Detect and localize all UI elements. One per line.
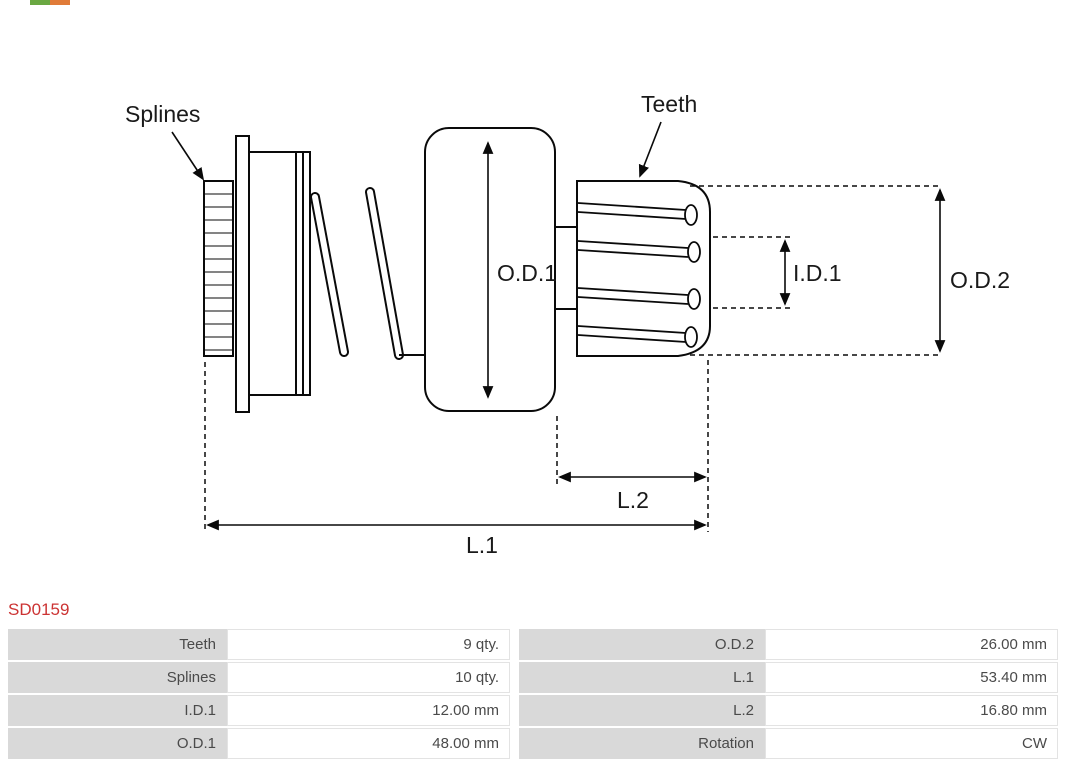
table-gap	[510, 695, 519, 726]
flange-drum	[235, 135, 311, 413]
construction-lines	[204, 185, 940, 532]
table-gap	[510, 662, 519, 693]
spec-value-l2: 16.80 mm	[765, 695, 1058, 726]
spline-shaft	[203, 180, 234, 357]
spec-value-rotation: CW	[765, 728, 1058, 759]
spec-value-id1: 12.00 mm	[227, 695, 510, 726]
spec-label-l1: L.1	[519, 662, 765, 693]
teeth-label: Teeth	[641, 91, 697, 117]
pinion-gear	[576, 180, 711, 357]
table-gap	[510, 629, 519, 660]
dimension-arrows	[171, 121, 946, 531]
spec-value-splines: 10 qty.	[227, 662, 510, 693]
spec-label-splines: Splines	[8, 662, 227, 693]
part-number: SD0159	[8, 600, 70, 619]
spring	[310, 187, 425, 360]
logo-orange-segment	[50, 0, 70, 5]
l2-label: L.2	[617, 487, 649, 513]
neck	[555, 226, 577, 310]
l1-label: L.1	[466, 532, 498, 558]
spec-label-rotation: Rotation	[519, 728, 765, 759]
spec-label-teeth: Teeth	[8, 629, 227, 660]
spec-label-od2: O.D.2	[519, 629, 765, 660]
id1-label: I.D.1	[793, 260, 842, 286]
teeth-callout-arrow	[638, 121, 662, 178]
od2-label: O.D.2	[950, 267, 1010, 293]
spec-label-od1: O.D.1	[8, 728, 227, 759]
od1-label: O.D.1	[497, 260, 557, 286]
table-gap	[510, 728, 519, 759]
starter-drive-outline	[203, 127, 711, 413]
spec-value-teeth: 9 qty.	[227, 629, 510, 660]
splines-callout-arrow	[171, 131, 205, 181]
splines-label: Splines	[125, 101, 200, 127]
logo-green-segment	[30, 0, 50, 5]
spec-value-od2: 26.00 mm	[765, 629, 1058, 660]
spec-label-l2: L.2	[519, 695, 765, 726]
brand-logo-strip	[30, 0, 70, 5]
technical-drawing: Splines Teeth O.D.1 I.D.1 O.D.2 L.2 L.1	[125, 91, 1010, 558]
spec-table: Teeth 9 qty. O.D.2 26.00 mm Splines 10 q…	[8, 629, 1080, 759]
spec-value-od1: 48.00 mm	[227, 728, 510, 759]
spec-label-id1: I.D.1	[8, 695, 227, 726]
spec-value-l1: 53.40 mm	[765, 662, 1058, 693]
